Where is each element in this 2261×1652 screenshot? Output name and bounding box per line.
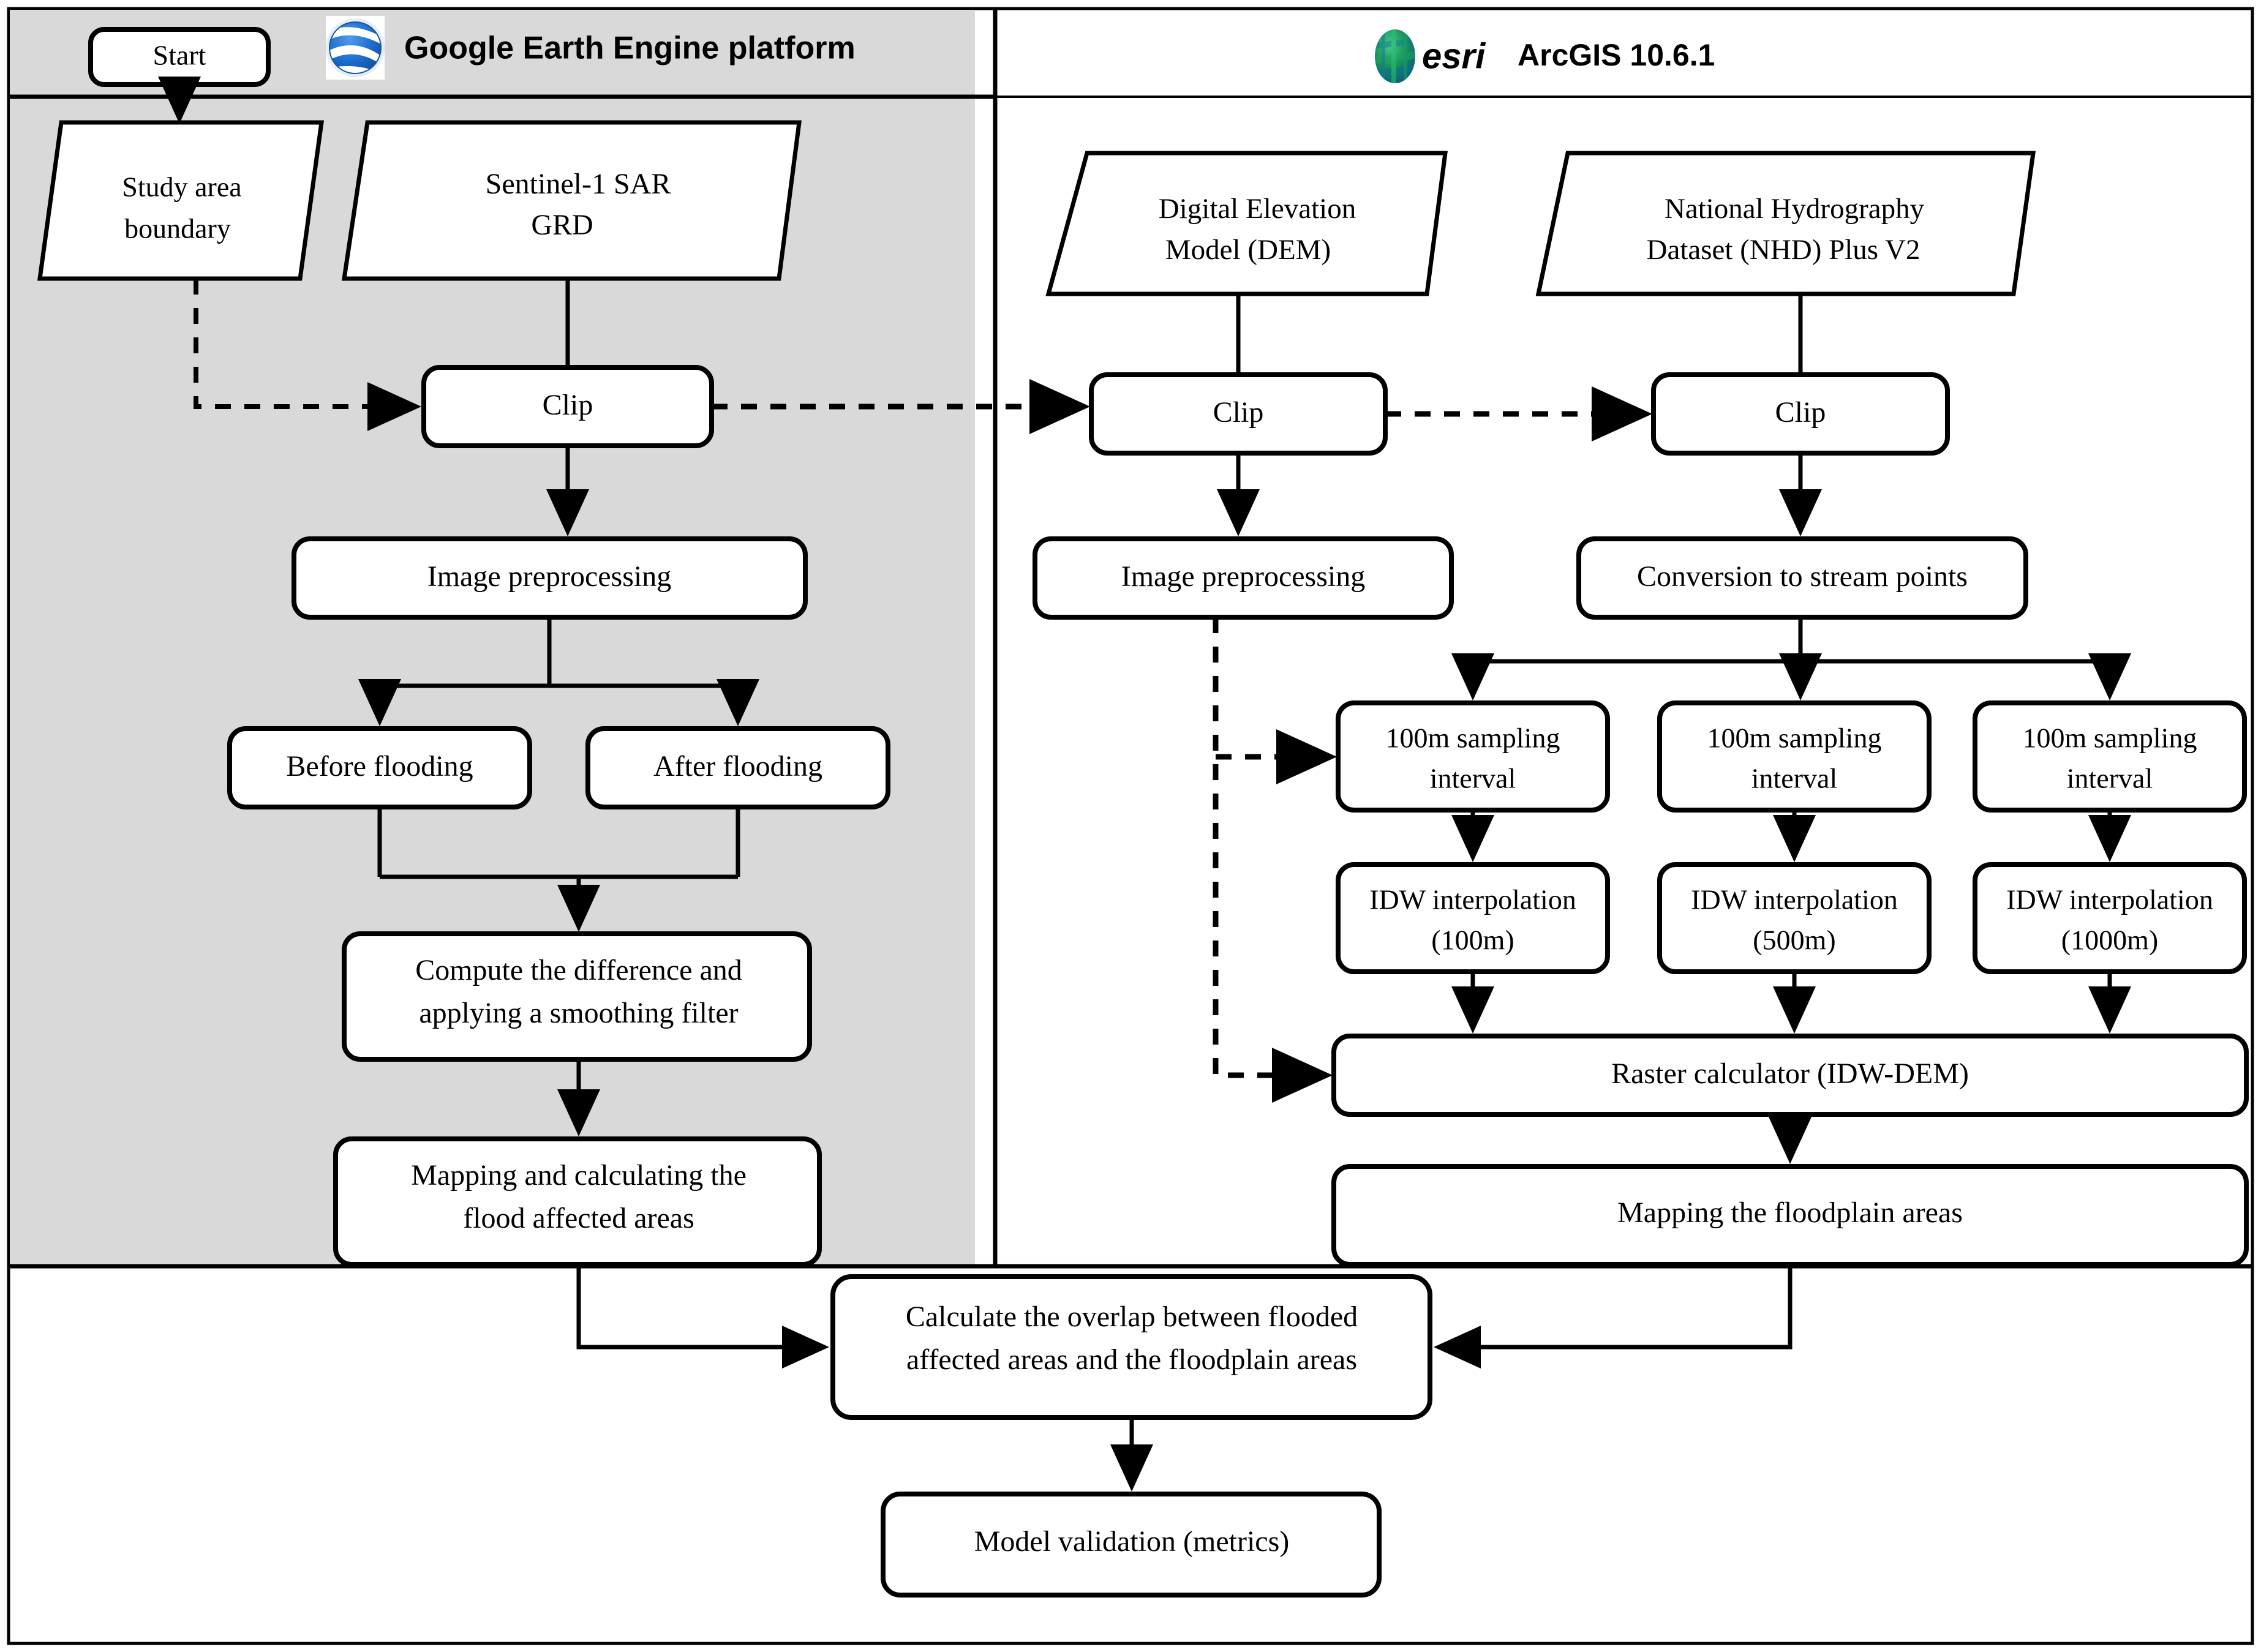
node-idw-2-line2: (500m) <box>1753 925 1835 956</box>
node-conversion-to-stream-points: Conversion to stream points <box>1576 536 2028 620</box>
node-after-flooding: After flooding <box>585 726 890 809</box>
node-clip-nhd-label: Clip <box>1775 396 1826 429</box>
edge-mapping-flood-to-overlap <box>576 1264 829 1369</box>
node-sentinel-line2: GRD <box>531 209 593 241</box>
node-nhd-plus-v2: National Hydrography Dataset (NHD) Plus … <box>1535 151 2036 296</box>
node-raster-calculator: Raster calculator (IDW-DEM) <box>1331 1034 2249 1117</box>
node-before-flooding-label: Before flooding <box>286 750 473 783</box>
node-sampling-1-line2: interval <box>1430 763 1516 794</box>
gee-panel-title: Google Earth Engine platform <box>404 31 856 66</box>
node-mapping-flood-areas: Mapping and calculating the flood affect… <box>333 1136 822 1267</box>
node-mapping-flood-line2: flood affected areas <box>463 1202 694 1234</box>
node-nhd-line1: National Hydrography <box>1665 193 1925 225</box>
node-idw-2-line1: IDW interpolation <box>1691 884 1898 915</box>
esri-wordmark: esri <box>1422 36 1486 76</box>
node-image-preprocessing-dem: Image preprocessing <box>1033 536 1454 620</box>
node-image-preprocessing-dem-label: Image preprocessing <box>1121 560 1366 593</box>
node-idw-3-line1: IDW interpolation <box>2006 884 2213 915</box>
node-clip-gee: Clip <box>421 365 714 448</box>
node-study-area-line2: boundary <box>124 213 231 244</box>
node-image-preprocessing-gee-label: Image preprocessing <box>427 560 672 593</box>
node-start-label: Start <box>153 40 206 71</box>
node-clip-gee-label: Clip <box>543 389 593 421</box>
node-overlap-line1: Calculate the overlap between flooded <box>906 1301 1358 1333</box>
node-mapping-flood-line1: Mapping and calculating the <box>411 1159 747 1192</box>
node-overlap-line2: affected areas and the floodplain areas <box>906 1343 1357 1376</box>
node-compute-difference-line1: Compute the difference and <box>415 954 742 986</box>
node-after-flooding-label: After flooding <box>653 750 822 783</box>
node-sentinel-line1: Sentinel-1 SAR <box>486 168 671 200</box>
node-mapping-floodplain-label: Mapping the floodplain areas <box>1617 1196 1963 1229</box>
node-sampling-3-line1: 100m sampling <box>2023 723 2197 754</box>
edge-study-area-to-clip-dashed <box>194 279 421 431</box>
node-sampling-interval-1: 100m sampling interval <box>1336 700 1610 813</box>
node-model-validation: Model validation (metrics) <box>881 1492 1382 1598</box>
node-dem: Digital Elevation Model (DEM) <box>1045 151 1448 296</box>
node-dem-line2: Model (DEM) <box>1165 234 1331 266</box>
node-image-preprocessing-gee: Image preprocessing <box>292 536 808 620</box>
node-idw-3-line2: (1000m) <box>2061 925 2158 956</box>
node-study-area-boundary: Study area boundary <box>37 120 325 281</box>
node-idw-1-line1: IDW interpolation <box>1369 884 1576 915</box>
edge-mapping-floodplain-to-overlap <box>1434 1264 1793 1369</box>
node-sampling-interval-2: 100m sampling interval <box>1657 700 1932 813</box>
edge-preproc-dem-to-raster-calc-dashed <box>1213 617 1333 1103</box>
node-clip-nhd: Clip <box>1651 372 1950 456</box>
node-sentinel-sar-grd: Sentinel-1 SAR GRD <box>341 120 802 281</box>
node-start: Start <box>88 27 271 87</box>
node-idw-1-line2: (100m) <box>1431 925 1514 956</box>
node-nhd-line2: Dataset (NHD) Plus V2 <box>1647 234 1921 266</box>
google-earth-globe-icon <box>326 16 385 80</box>
node-compute-difference: Compute the difference and applying a sm… <box>342 931 812 1062</box>
node-idw-interpolation-1000m: IDW interpolation (1000m) <box>1973 862 2247 974</box>
node-clip-dem-label: Clip <box>1213 396 1264 429</box>
node-sampling-2-line1: 100m sampling <box>1707 723 1882 754</box>
node-mapping-floodplain: Mapping the floodplain areas <box>1331 1164 2249 1267</box>
node-raster-calculator-label: Raster calculator (IDW-DEM) <box>1611 1057 1969 1090</box>
node-compute-difference-line2: applying a smoothing filter <box>419 997 738 1029</box>
node-dem-line1: Digital Elevation <box>1159 193 1356 225</box>
node-idw-interpolation-500m: IDW interpolation (500m) <box>1657 862 1932 974</box>
node-model-validation-label: Model validation (metrics) <box>974 1525 1290 1558</box>
node-clip-dem: Clip <box>1089 372 1388 456</box>
node-sampling-1-line1: 100m sampling <box>1386 723 1560 754</box>
node-conversion-label: Conversion to stream points <box>1637 560 1968 593</box>
node-idw-interpolation-100m: IDW interpolation (100m) <box>1336 862 1610 974</box>
node-sampling-interval-3: 100m sampling interval <box>1973 700 2247 813</box>
node-study-area-line1: Study area <box>122 171 241 203</box>
arcgis-panel-title: ArcGIS 10.6.1 <box>1518 38 1715 72</box>
node-sampling-2-line2: interval <box>1751 763 1838 794</box>
node-sampling-3-line2: interval <box>2067 763 2153 794</box>
esri-globe-icon <box>1375 29 1415 83</box>
node-calculate-overlap: Calculate the overlap between flooded af… <box>830 1274 1432 1420</box>
node-before-flooding: Before flooding <box>227 726 532 809</box>
